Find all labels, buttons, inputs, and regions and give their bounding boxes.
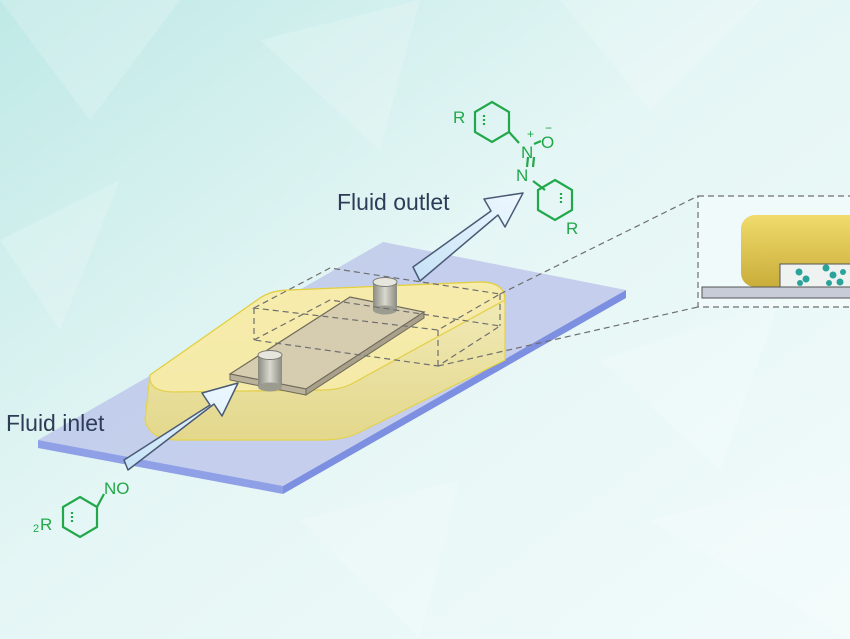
reactant-substituent: R [40,515,52,534]
inlet-port [257,350,283,392]
catalyst-particles [795,264,846,286]
product-substituent-bottom: R [566,219,578,238]
inlet-arrow [123,382,239,471]
fluid-outlet-label: Fluid outlet [337,189,450,215]
product-substituent-top: R [453,108,465,127]
fluid-inlet-label: Fluid inlet [6,410,105,436]
n-oxide-nitrogen: N [521,143,533,162]
n-oxide-oxygen: O [541,133,554,152]
selection-box [252,267,502,367]
outlet-port [372,277,398,315]
outlet-arrow [412,192,524,282]
zoom-inset [697,195,850,308]
reactant-prefix: 2 [33,523,39,535]
zoom-connector-lines [437,195,699,367]
nitroso-group-label: NO [104,479,130,498]
azo-nitrogen: N [516,166,528,185]
minus-charge: − [545,121,552,135]
plus-charge: + [527,127,534,141]
reactant-molecule [61,493,105,539]
product-molecule [473,100,574,222]
